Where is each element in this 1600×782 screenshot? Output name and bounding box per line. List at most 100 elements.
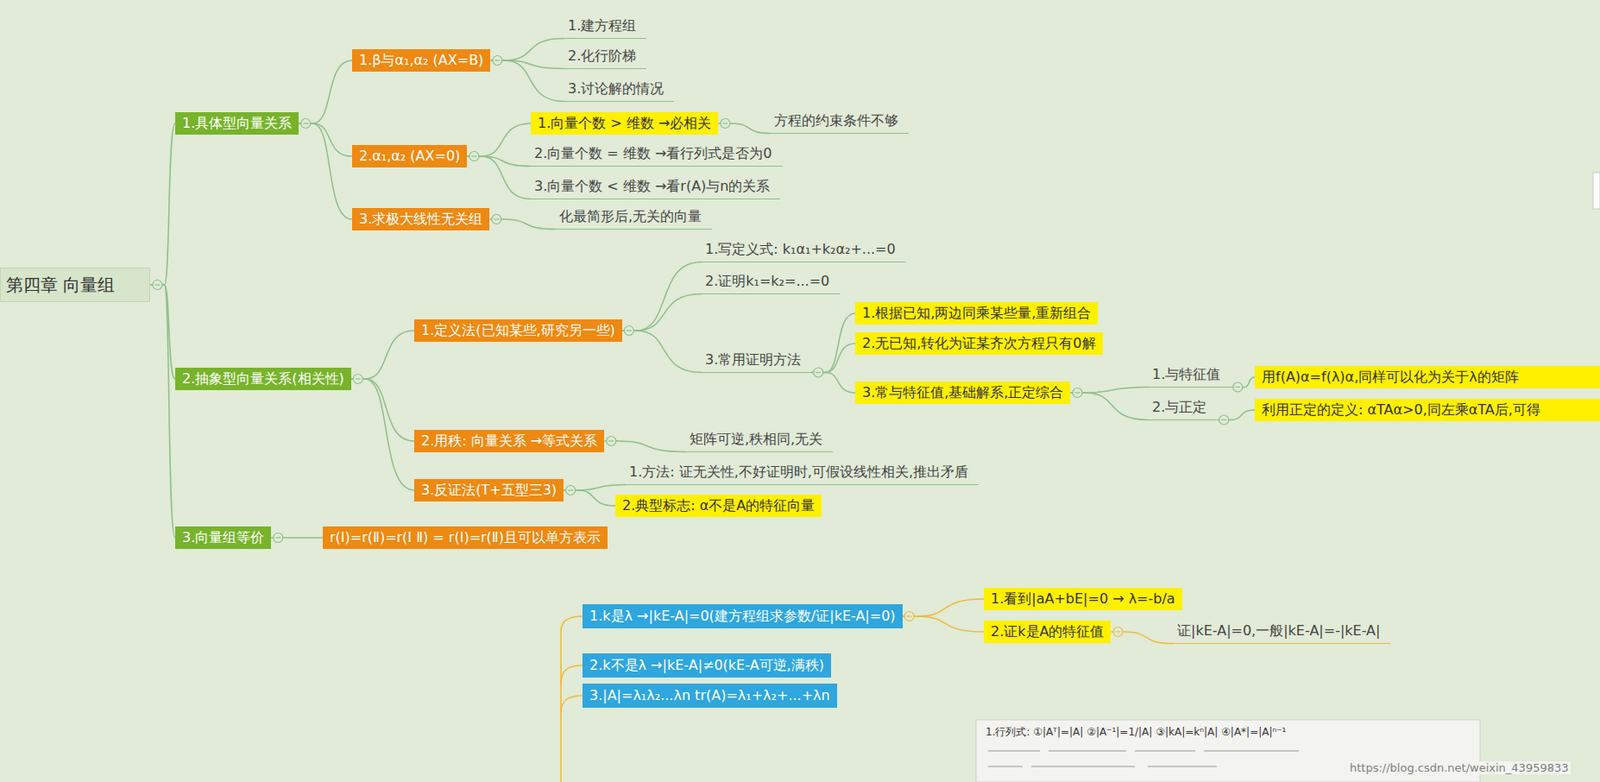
text-topic: 1.方法: 证无关性,不好证明时,可假设线性相关,推出矛盾	[625, 462, 979, 486]
collapse-button	[352, 374, 363, 385]
sub-topic: 3.反证法(T+五型三3)	[414, 478, 564, 502]
topic-text: 第四章 向量组	[6, 274, 115, 296]
text-topic: 3.常用证明方法	[701, 350, 812, 373]
branch-connector	[351, 330, 415, 379]
collapse-minus	[907, 615, 913, 617]
highlight-topic: 1.根据已知,两边同乘某些量,重新组合	[855, 302, 1098, 325]
topic-text: 3.向量个数 < 维数 →看r(A)与n的关系	[534, 177, 770, 195]
branch-connector	[298, 123, 353, 220]
main-topic: 2.抽象型向量关系(相关性)	[175, 367, 352, 391]
branch-connector	[622, 330, 702, 373]
topic-text: 3.|A|=λ₁λ₂...λn tr(A)=λ₁+λ₂+...+λn	[589, 686, 831, 704]
text-topic: 2.证明k₁=k₂=...=0	[701, 271, 840, 295]
highlight-topic: 利用正定的定义: αTAα>0,同左乘αTA后,可得	[1254, 398, 1600, 422]
collapse-button	[1219, 415, 1229, 425]
topic-text: 1.k是λ →|kE-A|=0(建方程组求参数/证|kE-A|=0)	[589, 607, 896, 624]
topic-text: 1.建方程组	[567, 17, 637, 34]
text-topic: 3.讨论解的情况	[564, 79, 675, 102]
highlight-topic: 2.证k是A的特征值	[983, 620, 1111, 643]
collapse-minus	[1074, 391, 1080, 393]
topic-text: 1.看到|aA+bE|=0 → λ=-b/a	[990, 590, 1176, 607]
branch-line	[560, 665, 583, 684]
text-topic: 矩阵可逆,秩相同,无关	[686, 429, 833, 453]
collapse-minus	[722, 122, 728, 124]
collapse-minus	[626, 329, 632, 331]
branch-connector	[298, 60, 353, 124]
branch-connector	[604, 440, 687, 453]
branch-connector	[270, 536, 323, 539]
sub-topic: 2.用秩: 向量关系 →等式关系	[414, 429, 605, 453]
branch-connector	[150, 284, 176, 538]
topic-text: 3.向量组等价	[182, 529, 265, 546]
collapse-button	[1233, 382, 1243, 392]
topic-text: 1.定义法(已知某些,研究另一些)	[421, 321, 616, 339]
collapse-button	[273, 533, 284, 543]
branch-connector	[1070, 392, 1149, 421]
topic-text: 1.具体型向量关系	[182, 114, 292, 132]
topic-text: 证|kE-A|=0,一般|kE-A|=-|kE-A|	[1177, 622, 1380, 639]
collapse-minus	[567, 489, 574, 491]
sub-topic: 2.α₁,α₂ (AX=0)	[352, 144, 467, 168]
blue-topic: 1.k是λ →|kE-A|=0(建方程组求参数/证|kE-A|=0)	[582, 604, 903, 629]
collapse-button	[566, 485, 576, 496]
text-topic: 2.与正定	[1148, 397, 1217, 421]
topic-text: 1.向量个数 > 维数 →必相关	[537, 114, 712, 132]
handwriting-strokes	[988, 750, 1299, 767]
photo-note-text: 1.行列式: ①|Aᵀ|=|A| ②|A⁻¹|=1/|A| ③|kA|=kⁿ|A…	[983, 724, 1288, 740]
collapse-button	[492, 56, 503, 66]
sub-topic: 1.β与α₁,α₂ (AX=B)	[352, 49, 491, 72]
branch-connector	[902, 616, 984, 632]
collapse-minus	[471, 155, 477, 157]
topic-text: 2.抽象型向量关系(相关性)	[182, 370, 345, 387]
sub-topic: r(Ⅰ)=r(Ⅱ)=r(Ⅰ Ⅱ) = r(Ⅰ)=r(Ⅱ)且可以单方表示	[322, 526, 608, 549]
collapse-minus	[355, 377, 361, 379]
collapse-button	[813, 367, 824, 378]
highlight-topic: 用f(A)α=f(λ)α,同样可以化为关于λ的矩阵	[1254, 365, 1600, 389]
watermark: https://blog.csdn.net/weixin_43959833	[1348, 761, 1571, 775]
collapse-button	[904, 611, 914, 622]
text-topic: 1.写定义式: k₁α₁+k₂α₂+...=0	[701, 239, 907, 263]
topic-text: 2.证k是A的特征值	[990, 623, 1104, 640]
blue-topic: 3.|A|=λ₁λ₂...λn tr(A)=λ₁+λ₂+...+λn	[582, 683, 838, 708]
topic-text: 2.典型标志: α不是A的特征向量	[622, 497, 815, 514]
collapse-minus	[494, 59, 500, 61]
topic-text: 2.α₁,α₂ (AX=0)	[359, 147, 460, 164]
collapse-button	[469, 151, 479, 162]
topic-text: 用f(A)α=f(λ)α,同样可以化为关于λ的矩阵	[1261, 368, 1519, 385]
collapse-button	[623, 326, 634, 336]
topic-text: 利用正定的定义: αTAα>0,同左乘αTA后,可得	[1261, 401, 1541, 418]
branch-connector	[150, 284, 176, 379]
topic-text: 3.反证法(T+五型三3)	[421, 481, 557, 498]
collapse-minus	[302, 122, 309, 124]
topic-text: 化最简形后,无关的向量	[559, 207, 702, 225]
topic-text: 3.求极大线性无关组	[359, 210, 483, 227]
branch-connector	[490, 60, 565, 102]
topic-text: 3.讨论解的情况	[567, 80, 664, 97]
collapse-minus	[1221, 419, 1227, 421]
topic-text: 方程的约束条件不够	[774, 112, 899, 129]
topic-text: 1.写定义式: k₁α₁+k₂α₂+...=0	[705, 240, 896, 258]
branch-connector	[622, 294, 702, 332]
topic-text: 2.k不是λ →|kE-A|≠0(kE-A可逆,满秩)	[589, 656, 825, 674]
branch-line	[560, 616, 583, 782]
topic-text: 1.β与α₁,α₂ (AX=B)	[359, 51, 484, 69]
collapse-minus	[275, 536, 281, 538]
topic-text: 1.方法: 证无关性,不好证明时,可假设线性相关,推出矛盾	[629, 463, 969, 480]
topic-text: 矩阵可逆,秩相同,无关	[689, 430, 823, 448]
text-topic: 1.建方程组	[564, 16, 647, 39]
branch-connector	[150, 123, 176, 285]
text-topic: 2.化行阶梯	[564, 46, 647, 70]
topic-text: 1.与特征值	[1152, 365, 1221, 383]
collapse-minus	[815, 371, 821, 373]
main-topic: 3.向量组等价	[175, 526, 271, 549]
text-topic: 证|kE-A|=0,一般|kE-A|=-|kE-A|	[1173, 621, 1391, 644]
text-topic: 1.与特征值	[1148, 365, 1231, 388]
highlight-topic: 3.常与特征值,基础解系,正定综合	[855, 381, 1071, 404]
branch-connector	[466, 156, 531, 200]
blue-topic: 2.k不是λ →|kE-A|≠0(kE-A可逆,满秩)	[582, 653, 832, 678]
topic-text: 2.用秩: 向量关系 →等式关系	[421, 432, 598, 449]
collapse-minus	[493, 218, 499, 220]
topic-text: 2.无已知,转化为证某齐次方程只有0解	[862, 334, 1097, 352]
collapse-button	[606, 436, 617, 447]
collapse-button	[1113, 627, 1123, 637]
